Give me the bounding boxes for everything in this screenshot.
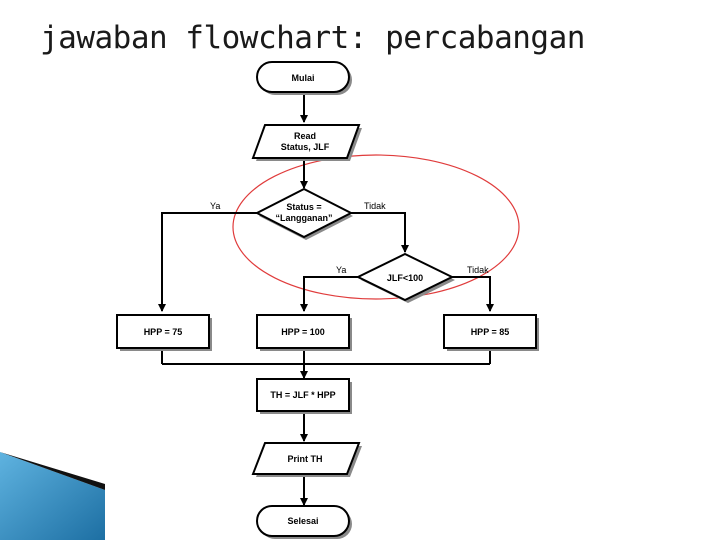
end-terminal — [256, 505, 350, 537]
decision-status-langganan — [254, 187, 354, 239]
print-label: Print TH — [288, 454, 323, 464]
hpp75-label: HPP = 75 — [144, 327, 183, 337]
edge-label-d2-yes: Ya — [336, 265, 346, 275]
process-compute-th — [256, 378, 350, 412]
edge-label-d1-no: Tidak — [364, 201, 386, 211]
edge-label-d1-yes: Ya — [210, 201, 220, 211]
output-print-th — [251, 442, 361, 475]
connector-decision2-yes — [300, 276, 358, 312]
compute-label: TH = JLF * HPP — [270, 390, 335, 400]
read-label-line2: Status, JLF — [281, 142, 330, 152]
highlight-ellipse — [232, 154, 520, 300]
connector-decision1-yes — [158, 212, 257, 312]
edge-label-d2-no: Tidak — [467, 265, 489, 275]
start-label: Mulai — [291, 73, 314, 83]
read-input-node — [251, 124, 361, 159]
end-label: Selesai — [287, 516, 318, 526]
process-hpp-75 — [116, 314, 210, 349]
decorative-wedge — [0, 452, 105, 540]
hpp85-label: HPP = 85 — [471, 327, 510, 337]
read-label-line1: Read — [294, 131, 316, 141]
connector-decision1-no — [350, 212, 409, 253]
start-terminal — [256, 61, 350, 93]
decision1-label-line2: “Langganan” — [275, 213, 332, 223]
decision2-label: JLF<100 — [387, 273, 423, 283]
decision1-label-line1: Status = — [286, 202, 321, 212]
slide-title: jawaban flowchart: percabangan — [40, 20, 585, 56]
hpp100-label: HPP = 100 — [281, 327, 325, 337]
process-hpp-85 — [443, 314, 537, 349]
process-hpp-100 — [256, 314, 350, 349]
decision-jlf-less-100 — [355, 252, 455, 302]
connector-decision2-no — [452, 276, 494, 312]
